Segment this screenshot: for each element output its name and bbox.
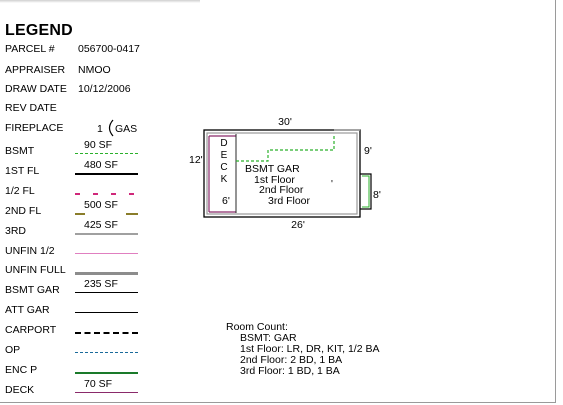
legend-sf-bsmt: 90 SF <box>84 139 113 151</box>
legend-label-deck: DECK <box>5 384 35 396</box>
basement-outline <box>236 134 335 162</box>
room-count-line: 3rd Floor: 1 BD, 1 BA <box>240 365 340 377</box>
fireplace-icon <box>108 119 114 137</box>
dim-left: 12' <box>189 154 203 166</box>
sketch-label-bsmt-gar: BSMT GAR <box>245 163 300 175</box>
fireplace-label: FIREPLACE <box>5 122 64 134</box>
legend-label-2nd-fl: 2ND FL <box>5 205 42 217</box>
deck-letter: E <box>221 150 228 161</box>
draw-date-value: 10/12/2006 <box>78 83 131 95</box>
legend-label-1-2-fl: 1/2 FL <box>5 185 35 197</box>
sketch-label-2nd-floor: 2nd Floor <box>259 184 304 196</box>
room-count-title: Room Count: <box>226 321 288 333</box>
legend-line-2nd-fl <box>75 213 85 215</box>
dim-top: 30' <box>278 116 292 128</box>
room-count-list: BSMT: GAR 1st Floor: LR, DR, KIT, 1/2 BA… <box>226 333 379 377</box>
draw-date-label: DRAW DATE <box>5 83 67 95</box>
fireplace-type: GAS <box>115 123 138 135</box>
parcel-label: PARCEL # <box>5 43 55 55</box>
appraiser-label: APPRAISER <box>5 64 66 76</box>
legend-label-op: OP <box>5 344 21 356</box>
legend-title: LEGEND <box>5 22 73 39</box>
deck-outline <box>208 135 236 213</box>
legend-line-3rd <box>75 233 138 235</box>
legend-line-1st-fl <box>75 173 138 175</box>
legend-line-enc-p <box>75 372 138 374</box>
sketch-tick: ' <box>331 179 333 190</box>
deck-letter: K <box>221 174 228 185</box>
room-count: Room Count: BSMT: GAR 1st Floor: LR, DR,… <box>226 322 379 377</box>
deck-letter: D <box>220 138 227 149</box>
legend-label-unfin-1-2: UNFIN 1/2 <box>5 245 55 257</box>
legend-sf-1st-fl: 480 SF <box>84 159 118 171</box>
deck-letter: C <box>220 162 227 173</box>
room-count-line: 1st Floor: LR, DR, KIT, 1/2 BA <box>240 343 380 355</box>
legend-sf-deck: 70 SF <box>84 378 113 390</box>
sketch-label-3rd-floor: 3rd Floor <box>268 195 311 207</box>
room-count-line: BSMT: GAR <box>240 332 297 344</box>
legend-sf-2nd-fl: 500 SF <box>84 199 118 211</box>
legend-label-unfin-full: UNFIN FULL <box>5 264 66 276</box>
appraiser-value: NMOO <box>78 64 111 76</box>
legend-label-carport: CARPORT <box>5 324 57 336</box>
legend-line-bsmt-gar <box>75 292 138 293</box>
fireplace-count: 1 <box>97 123 103 135</box>
right-extension-outline <box>360 173 372 210</box>
legend-sf-bsmt-gar: 235 SF <box>84 278 118 290</box>
legend-line-unfin-full <box>75 272 138 275</box>
legend-line-op <box>75 352 138 353</box>
legend-line-att-gar <box>75 312 138 313</box>
legend-label-bsmt-gar: BSMT GAR <box>5 284 60 296</box>
legend-line-unfin-1-2 <box>75 253 138 254</box>
right-extension-inner <box>362 175 370 208</box>
dim-right: 9' <box>364 145 372 157</box>
legend-line-deck <box>75 392 138 393</box>
third-floor-outline <box>206 132 358 215</box>
legend-label-enc-p: ENC P <box>5 364 38 376</box>
legend-sf-3rd: 425 SF <box>84 219 118 231</box>
legend-line-carport <box>75 332 138 334</box>
legend-line-1-2-fl <box>75 193 138 195</box>
rev-date-label: REV DATE <box>5 102 57 114</box>
legend-line-bsmt <box>75 153 138 154</box>
room-count-line: 2nd Floor: 2 BD, 1 BA <box>240 354 343 366</box>
dim-deck-bottom: 6' <box>222 195 230 207</box>
top-edge <box>0 0 200 3</box>
legend-line-2nd-fl <box>126 213 138 215</box>
sketch-label-1st-floor: 1st Floor <box>254 174 295 186</box>
legend-label-1st-fl: 1ST FL <box>5 165 40 177</box>
dim-bottom: 26' <box>291 219 305 231</box>
legend-label-att-gar: ATT GAR <box>5 304 50 316</box>
dim-right-ext: 8' <box>373 189 381 201</box>
legend-label-3rd: 3RD <box>5 225 27 237</box>
legend-label-bsmt: BSMT <box>5 145 35 157</box>
parcel-value: 056700-0417 <box>78 43 140 55</box>
